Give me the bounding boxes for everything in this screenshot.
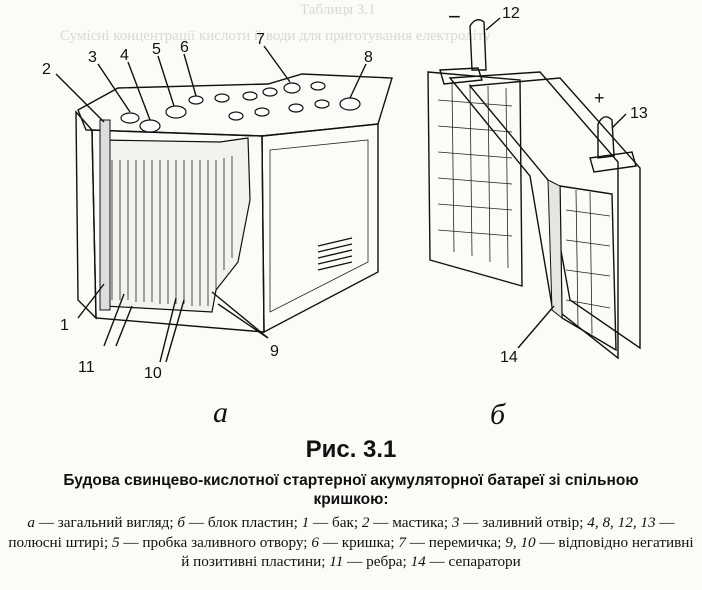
legend-text: ребра; (366, 553, 407, 571)
legend-item: 5 — пробка заливного отвору; (111, 533, 308, 551)
polarity-plus-sign: + (594, 88, 605, 108)
figure-legend: а — загальний вигляд; б — блок пластин; … (6, 513, 696, 572)
plate-block: б (427, 19, 641, 431)
legend-text: мастика; (392, 514, 449, 531)
callout-6: 6 (180, 39, 189, 56)
callout-10: 10 (144, 365, 162, 382)
battery-general-view: а (75, 73, 393, 429)
bleed-through-text: Сумісні концентрації кислоти й води для … (60, 28, 491, 44)
callout-5: 5 (152, 41, 161, 58)
legend-text: бак; (331, 514, 359, 531)
legend-item: б — блок пластин; (177, 514, 298, 531)
legend-key: 14 (410, 553, 426, 571)
callout-8: 8 (364, 49, 373, 66)
callout-4: 4 (120, 47, 129, 64)
legend-item: 2 — мастика; (361, 514, 449, 531)
callout-1: 1 (60, 317, 69, 334)
callout-11: 11 (78, 359, 95, 376)
legend-item: 6 — кришка; (311, 533, 395, 551)
legend-key: 11 (329, 553, 344, 571)
legend-key: а (27, 514, 36, 531)
legend-key: 2 (361, 514, 370, 531)
callout-2: 2 (42, 61, 51, 78)
figure-heading: Будова свинцево-кислотної стартерної аку… (63, 472, 639, 508)
figure-title: Рис. 3.1 (305, 436, 397, 463)
legend-text: відповідно негативні й позитивні пластин… (181, 533, 694, 571)
legend-text: сепаратори (448, 553, 521, 571)
callout-12: 12 (502, 5, 520, 22)
legend-item: а — загальний вигляд; (27, 514, 174, 531)
callout-9: 9 (270, 343, 279, 360)
legend-key: 1 (301, 514, 310, 531)
legend-key: 4, 8, 12, 13 (587, 514, 656, 531)
legend-key: б (177, 514, 186, 531)
legend-text: полюсні штирі; (8, 533, 109, 551)
legend-key: 5 (111, 533, 120, 551)
callout-7: 7 (256, 31, 265, 48)
callout-13: 13 (630, 105, 648, 122)
legend-text: загальний вигляд; (57, 514, 174, 531)
callout-3: 3 (88, 49, 97, 66)
legend-item: 11 — ребра; (329, 553, 407, 571)
legend-item: 4, 8, 12, 13 — полюсні штирі; (8, 514, 675, 551)
legend-text: кришка; (341, 533, 395, 551)
legend-key: 6 (311, 533, 319, 551)
legend-item: 7 — перемичка; (398, 533, 502, 551)
bleed-through-text: Таблиця 3.1 (300, 2, 376, 18)
legend-text: заливний отвір; (482, 514, 584, 531)
polarity-minus-sign: − (448, 4, 461, 29)
legend-item: 9, 10 — відповідно негативні й позитивні… (181, 533, 694, 571)
leader-lines (55, 17, 627, 363)
sublabel-a: а (213, 396, 228, 429)
legend-text: перемичка; (428, 533, 502, 551)
legend-item: 14 — сепаратори (410, 553, 521, 571)
legend-text: пробка заливного отвору; (142, 533, 308, 551)
legend-key: 9, 10 (505, 533, 536, 551)
legend-key: 7 (398, 533, 406, 551)
legend-key: 3 (451, 514, 460, 531)
legend-item: 1 — бак; (301, 514, 359, 531)
legend-text: блок пластин; (207, 514, 298, 531)
sublabel-b: б (490, 398, 506, 431)
callout-14: 14 (500, 349, 518, 366)
legend-item: 3 — заливний отвір; (451, 514, 584, 531)
